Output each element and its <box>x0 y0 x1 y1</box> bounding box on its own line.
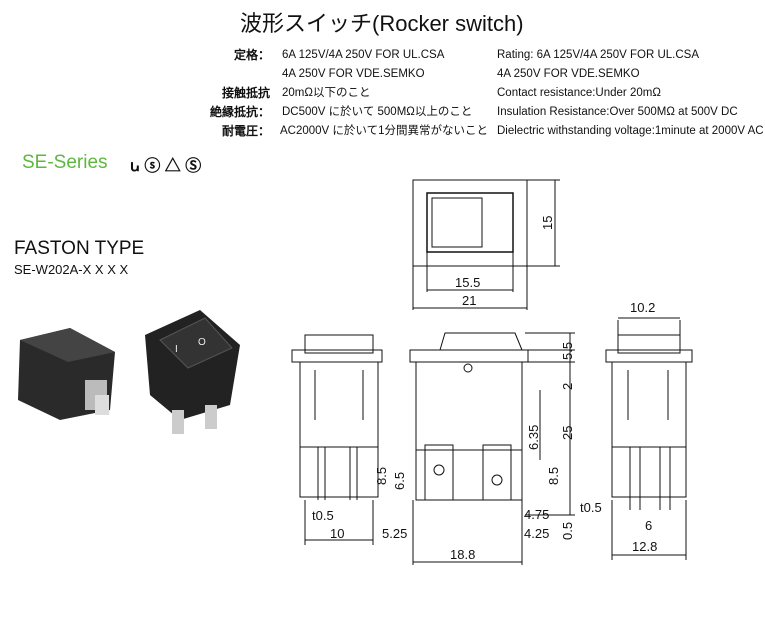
dim-label: 0.5 <box>560 522 575 540</box>
dim-label: 5.5 <box>560 342 575 360</box>
spec-label: 定格： <box>233 48 270 62</box>
type-heading: FASTON TYPE <box>14 238 145 259</box>
dim-label: 5.25 <box>382 526 407 541</box>
dim-label: 2 <box>560 383 575 390</box>
switch-photo-2: I O <box>145 310 240 434</box>
spec-value: 6A 125V/4A 250V FOR UL.CSA <box>282 49 445 61</box>
dim-label: 8.5 <box>546 467 561 485</box>
spec-value: 20mΩ以下のこと <box>282 87 371 99</box>
top-view <box>412 179 560 310</box>
dim-label: 10.2 <box>630 300 655 315</box>
left-side-view <box>291 334 383 545</box>
model-number: SE-W202A-X X X X <box>14 262 129 277</box>
series-name: SE-Series <box>22 152 108 173</box>
dim-label: 4.25 <box>524 526 549 541</box>
right-side-view <box>605 317 693 560</box>
spec-label: 接触抵抗 <box>221 86 270 100</box>
spec-en: Contact resistance:Under 20mΩ <box>497 87 661 99</box>
dim-label: 25 <box>560 426 575 440</box>
dim-label: 10 <box>330 526 344 541</box>
dim-label: t0.5 <box>580 500 602 515</box>
spec-label: 耐電圧： <box>221 124 270 138</box>
spec-en: 4A 250V FOR VDE.SEMKO <box>497 68 640 80</box>
switch-photo-1 <box>18 328 115 420</box>
specs-en: Rating: 6A 125V/4A 250V FOR UL.CSA 4A 25… <box>497 46 764 141</box>
specs-jp: 定格： 6A 125V/4A 250V FOR UL.CSA 4A 250V FO… <box>200 46 490 141</box>
dim-label: 18.8 <box>450 547 475 562</box>
dim-label: 8.5 <box>374 467 389 485</box>
dim-label: 6.35 <box>526 425 541 450</box>
dim-label: 15.5 <box>455 275 480 290</box>
spec-en: Dielectric withstanding voltage:1minute … <box>497 125 764 137</box>
spec-value: 4A 250V FOR VDE.SEMKO <box>282 68 425 80</box>
dim-label: 6 <box>645 518 652 533</box>
dim-label: 6.5 <box>392 472 407 490</box>
spec-en: Rating: 6A 125V/4A 250V FOR UL.CSA <box>497 49 700 61</box>
dim-label: t0.5 <box>312 508 334 523</box>
spec-value: AC2000V に於いて1分間異常がないこと <box>280 125 488 137</box>
svg-text:I: I <box>175 344 178 355</box>
spec-label: 絶縁抵抗： <box>209 105 270 119</box>
dim-label: 15 <box>540 216 555 230</box>
spec-en: Insulation Resistance:Over 500MΩ at 500V… <box>497 106 738 118</box>
front-view <box>409 332 575 565</box>
dim-label: 4.75 <box>524 507 549 522</box>
svg-text:O: O <box>198 337 206 348</box>
dim-label: 12.8 <box>632 539 657 554</box>
dim-label: 21 <box>462 293 476 308</box>
spec-value: DC500V に於いて 500MΩ以上のこと <box>282 106 473 118</box>
page-title: 波形スイッチ(Rocker switch) <box>240 11 524 36</box>
certification-icons: ꭎ ⓢ △ Ⓢ <box>130 158 202 175</box>
